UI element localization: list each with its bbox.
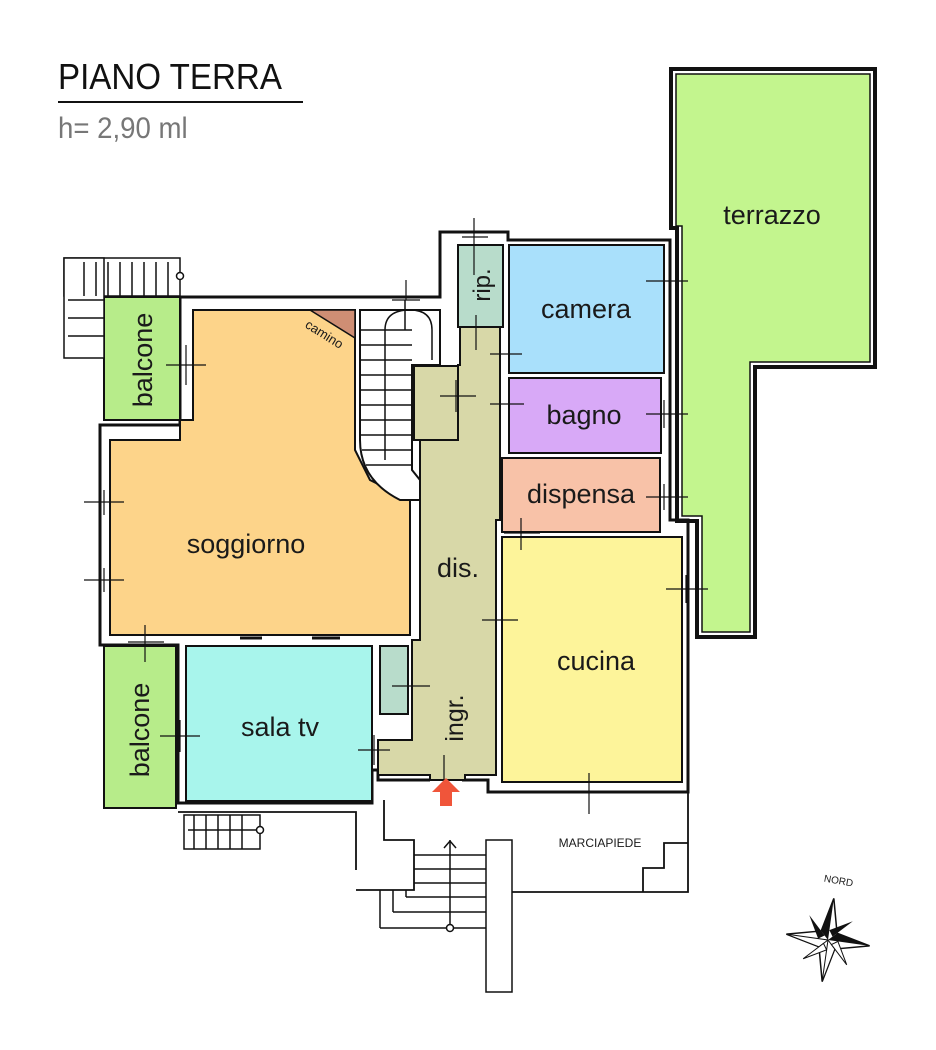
ceiling-height-note: h= 2,90 ml xyxy=(58,112,188,145)
closet-lower xyxy=(379,645,409,715)
label-rip: rip. xyxy=(469,268,496,301)
fireplace-camino xyxy=(307,309,356,340)
room-terrazzo xyxy=(669,67,877,639)
window-markers xyxy=(84,218,708,814)
internal-staircase xyxy=(359,300,441,501)
room-sala-tv xyxy=(185,645,373,802)
label-terrazzo: terrazzo xyxy=(723,200,821,230)
room-bagno xyxy=(508,377,662,454)
label-ingr: ingr. xyxy=(441,694,469,741)
exterior-stair-bottom-left xyxy=(183,814,265,850)
room-cucina xyxy=(501,536,683,783)
label-balcone-top: balcone xyxy=(128,313,158,408)
label-dispensa: dispensa xyxy=(527,479,636,509)
exterior-stair-top-left xyxy=(63,257,185,359)
entry-arrow-icon xyxy=(432,778,460,806)
label-camera: camera xyxy=(541,294,632,324)
room-dispensa xyxy=(501,457,661,533)
room-balcone-top xyxy=(103,296,181,421)
entrance-staircase xyxy=(379,839,513,993)
plan-title: PIANO TERRA xyxy=(58,56,282,97)
label-balcone-bottom: balcone xyxy=(125,683,155,778)
label-soggiorno: soggiorno xyxy=(187,529,306,559)
label-cucina: cucina xyxy=(557,646,636,676)
compass-rose-icon xyxy=(786,898,870,982)
label-bagno: bagno xyxy=(546,400,621,430)
label-sala-tv: sala tv xyxy=(241,712,320,742)
room-camera xyxy=(508,244,665,374)
room-balcone-bottom xyxy=(103,645,177,809)
label-dis: dis. xyxy=(437,553,479,583)
compass-label-nord: NORD xyxy=(823,874,854,890)
room-ripostiglio xyxy=(457,244,504,328)
label-marciapiede: MARCIAPIEDE xyxy=(559,836,642,850)
closet-upper xyxy=(413,365,459,441)
title-underline xyxy=(58,101,303,103)
